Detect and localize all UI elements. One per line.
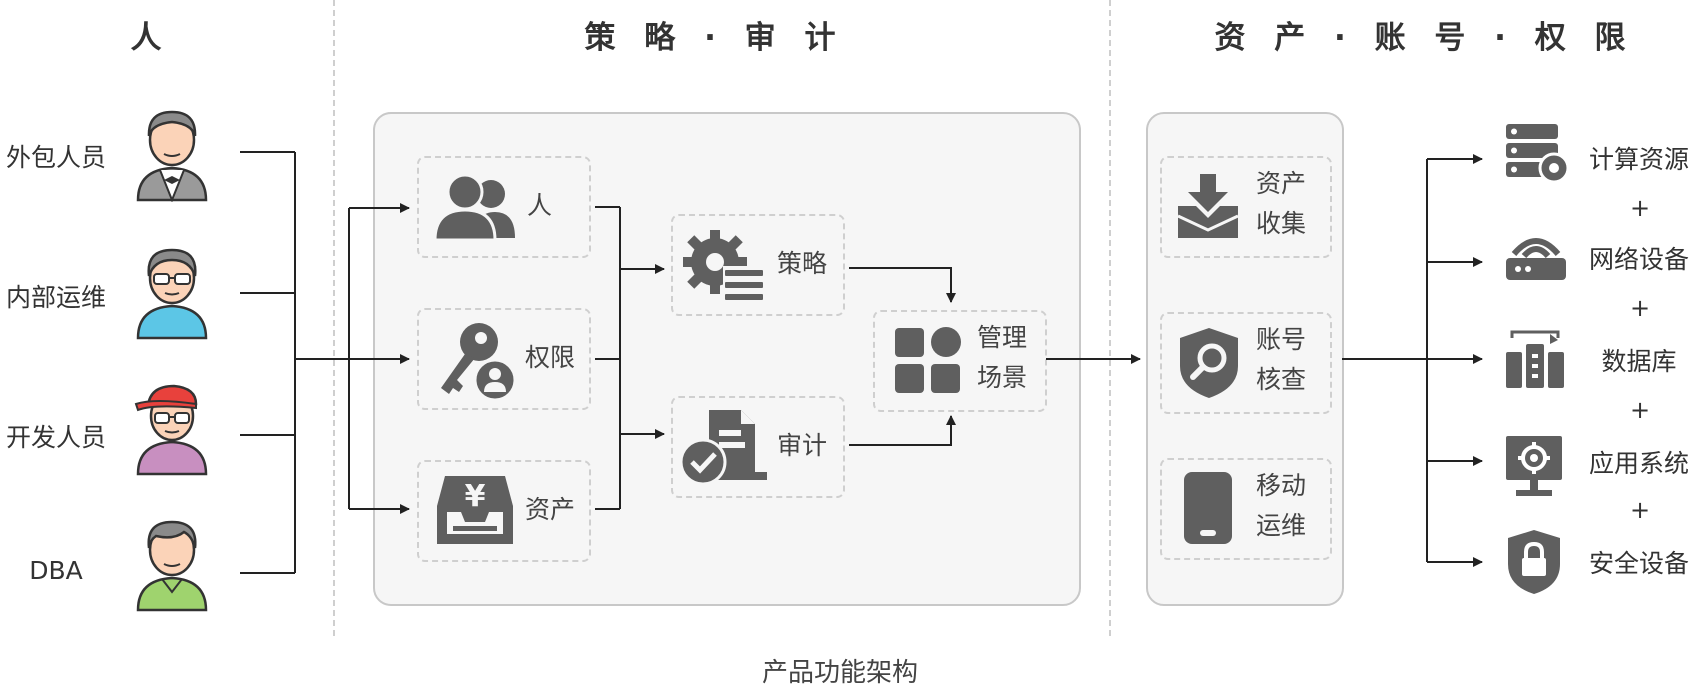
contractor-avatar-icon xyxy=(134,108,210,202)
people-card-label: 人 xyxy=(527,191,553,220)
diagram-caption: 产品功能架构 xyxy=(761,658,918,688)
asset-collection-label-line1: 资产 xyxy=(1256,169,1307,198)
policy-card[interactable]: 策略 xyxy=(671,214,845,316)
document-check-icon xyxy=(679,406,769,488)
management-scenario-card[interactable]: 管理 场景 xyxy=(873,310,1047,412)
grid-apps-icon xyxy=(893,326,963,396)
management-scenario-label-line1: 管理 xyxy=(977,323,1028,352)
developer-avatar-icon xyxy=(134,382,210,476)
account-verification-card[interactable]: 账号 核查 xyxy=(1160,312,1332,414)
asset-collection-label-line2: 收集 xyxy=(1256,209,1307,238)
person-label-dba: DBA xyxy=(29,556,83,585)
asset-card-label: 资产 xyxy=(525,495,576,524)
svg-text:¥: ¥ xyxy=(465,479,486,514)
resource-label-database: 数据库 xyxy=(1601,347,1677,376)
plus-sign-4: + xyxy=(1630,496,1651,524)
router-icon xyxy=(1504,228,1568,282)
plus-sign-3: + xyxy=(1630,396,1651,424)
key-user-icon xyxy=(433,318,517,402)
resource-label-compute: 计算资源 xyxy=(1588,145,1689,174)
gear-list-icon xyxy=(681,226,765,304)
users-icon xyxy=(433,172,517,242)
header-asset-account: 资 产 · 账 号 · 权 限 xyxy=(1214,20,1626,56)
column-divider-right xyxy=(1109,0,1111,636)
people-card[interactable]: 人 xyxy=(417,156,591,258)
mobile-ops-label-line1: 移动 xyxy=(1256,471,1307,500)
dba-avatar-icon xyxy=(134,518,210,612)
plus-sign-2: + xyxy=(1630,294,1651,322)
resource-label-security: 安全设备 xyxy=(1588,549,1689,578)
permission-card-label: 权限 xyxy=(525,343,576,372)
mobile-phone-icon xyxy=(1182,470,1234,546)
column-divider-left xyxy=(333,0,335,636)
person-label-ops: 内部运维 xyxy=(5,283,106,312)
management-scenario-label-line2: 场景 xyxy=(977,363,1028,392)
policy-card-label: 策略 xyxy=(777,249,828,278)
header-people: 人 xyxy=(130,20,162,56)
account-verification-label-line2: 核查 xyxy=(1256,365,1307,394)
audit-card[interactable]: 审计 xyxy=(671,396,845,498)
yen-tray-icon: ¥ xyxy=(435,472,515,548)
asset-card[interactable]: ¥ 资产 xyxy=(417,460,591,562)
header-policy-audit: 策 略 · 审 计 xyxy=(584,20,836,56)
audit-card-label: 审计 xyxy=(777,431,828,460)
database-rack-icon xyxy=(1504,330,1566,390)
mobile-ops-label-line2: 运维 xyxy=(1256,511,1307,540)
asset-collection-card[interactable]: 资产 收集 xyxy=(1160,156,1332,258)
person-label-contractor: 外包人员 xyxy=(5,143,106,172)
resource-label-application: 应用系统 xyxy=(1588,449,1689,478)
download-box-icon xyxy=(1176,172,1240,240)
person-label-developer: 开发人员 xyxy=(5,423,106,452)
permission-card[interactable]: 权限 xyxy=(417,308,591,410)
shield-lock-icon xyxy=(1506,528,1562,596)
resource-label-network: 网络设备 xyxy=(1588,245,1689,274)
account-verification-label-line1: 账号 xyxy=(1256,325,1307,354)
server-gear-icon xyxy=(1504,122,1570,184)
shield-search-icon xyxy=(1178,326,1240,400)
ops-staff-avatar-icon xyxy=(134,246,210,340)
asset-account-panel xyxy=(1146,112,1344,606)
plus-sign-1: + xyxy=(1630,194,1651,222)
mobile-ops-card[interactable]: 移动 运维 xyxy=(1160,458,1332,560)
monitor-gear-icon xyxy=(1504,434,1564,498)
